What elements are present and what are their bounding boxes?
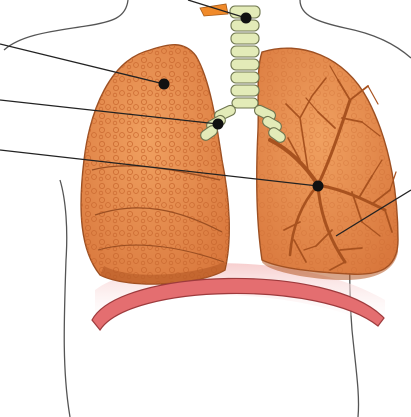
- callout-dot-bronchus: [213, 119, 224, 130]
- right-lung: [257, 48, 398, 280]
- callout-dot-bronchial-tree: [313, 181, 324, 192]
- callout-dot-left-lung: [159, 79, 170, 90]
- callout-dot-trachea: [241, 13, 252, 24]
- left-lung: [81, 45, 229, 284]
- throat-accent: [200, 4, 228, 16]
